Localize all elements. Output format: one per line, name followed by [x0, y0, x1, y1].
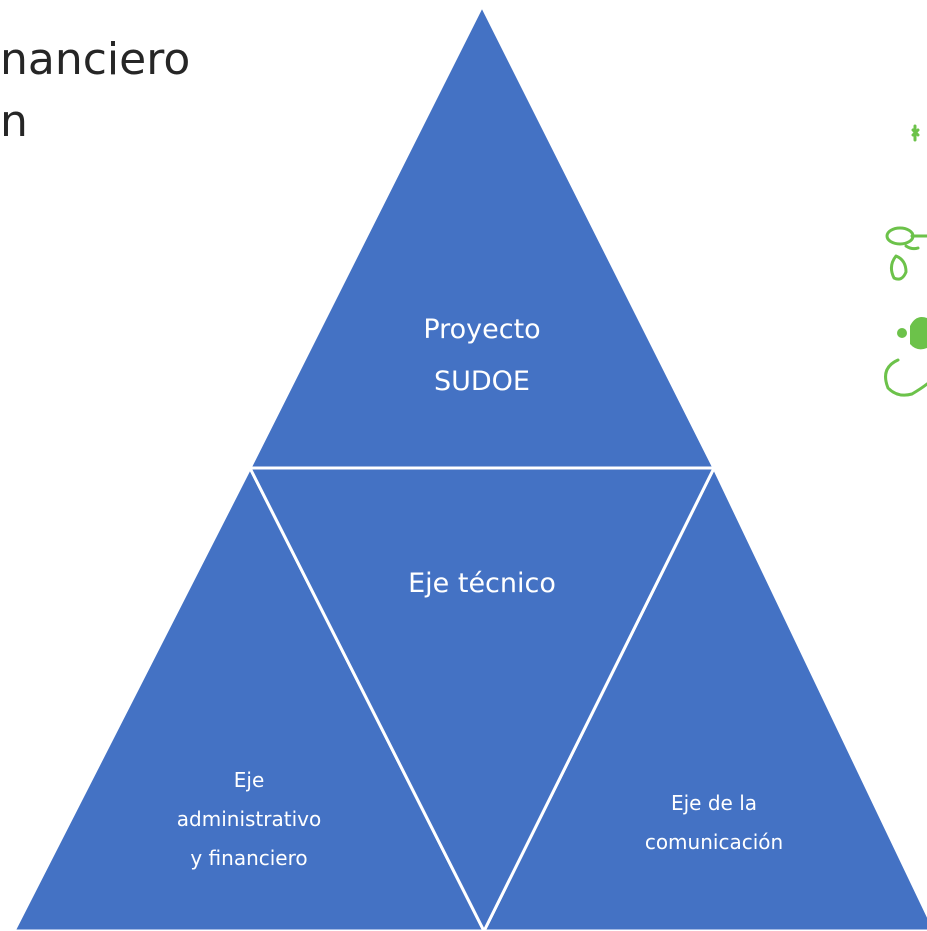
triangle-top: [247, 2, 717, 470]
bottom-left-label-line-1: Eje: [234, 768, 265, 792]
bottom-left-label-line-2: administrativo: [177, 807, 321, 831]
bottom-right-label-line-1: Eje de la: [671, 791, 757, 815]
background-title-line-2: n: [0, 96, 28, 147]
green-logo-decoration-icon: [884, 124, 927, 397]
background-title-line-1: nanciero: [0, 34, 191, 85]
bottom-right-label-line-2: comunicación: [645, 830, 783, 854]
triangle-center: [247, 466, 717, 931]
top-label-line-1: Proyecto: [423, 314, 540, 345]
center-label: Eje técnico: [408, 568, 556, 599]
top-label-line-2: SUDOE: [434, 366, 530, 397]
bottom-left-label-line-3: y financiero: [190, 846, 307, 870]
